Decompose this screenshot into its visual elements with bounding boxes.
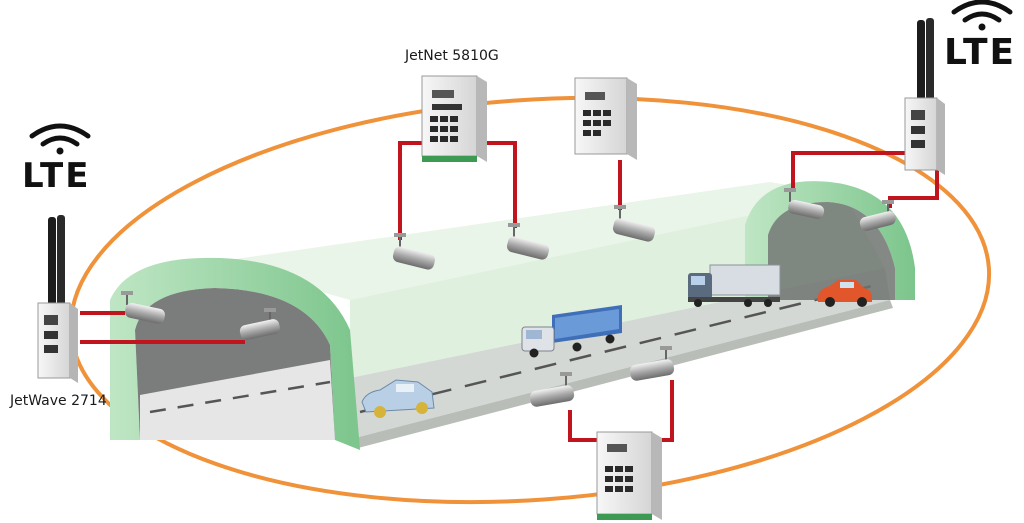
link-bottom-switch-cam-a [568,410,605,442]
antenna-icon [917,20,925,102]
jetnet-switch-top-left [421,75,487,162]
near-road-centerline [149,380,331,414]
truck-icon [688,264,781,307]
jetnet-switch-bottom [596,431,662,520]
jetnet-model-label: JetNet 5810G [405,48,499,64]
vehicles [361,264,872,418]
link-bottom-switch-cam-b [655,380,674,442]
jetwave-device-right [904,18,945,175]
camera-icon [121,291,166,324]
wifi-signal-icon [29,123,91,155]
link-jetnet1-cam-b [475,141,517,228]
link-jetwave-right-cam-a [791,151,905,188]
road-centerline [359,282,881,414]
link-jetnet1-cam-a [398,141,425,240]
antenna-icon [57,215,65,307]
antenna-icon [926,18,934,100]
camera-icon [529,372,575,407]
camera-icon [239,308,280,340]
wifi-signal-icon [951,0,1013,31]
surveillance-cameras [121,188,896,407]
camera-icon [784,188,825,219]
tunnel [110,181,915,450]
camera-icon [392,233,436,270]
lte-label-right: LTE [944,32,1017,73]
tunnel-road [350,268,890,438]
road-edge [355,300,893,448]
camera-icon [859,200,896,231]
camera-icon [506,223,550,260]
jetwave-model-label: JetWave 2714 [10,393,107,409]
camera-icon [629,346,675,381]
far-tunnel-portal [745,181,915,300]
car-icon [361,379,435,418]
antenna-icon [48,217,56,309]
truck-icon [521,305,622,358]
link-jetwave-right-cam-b [888,170,939,208]
car-icon [818,280,872,307]
network-links [80,141,939,442]
jetnet-switch-top-right [574,77,637,160]
jetwave-device-left [37,215,78,383]
near-tunnel-portal [110,257,360,450]
near-tunnel-floor [140,360,335,440]
camera-icon [612,205,656,242]
lte-label-left: LTE [22,156,91,196]
